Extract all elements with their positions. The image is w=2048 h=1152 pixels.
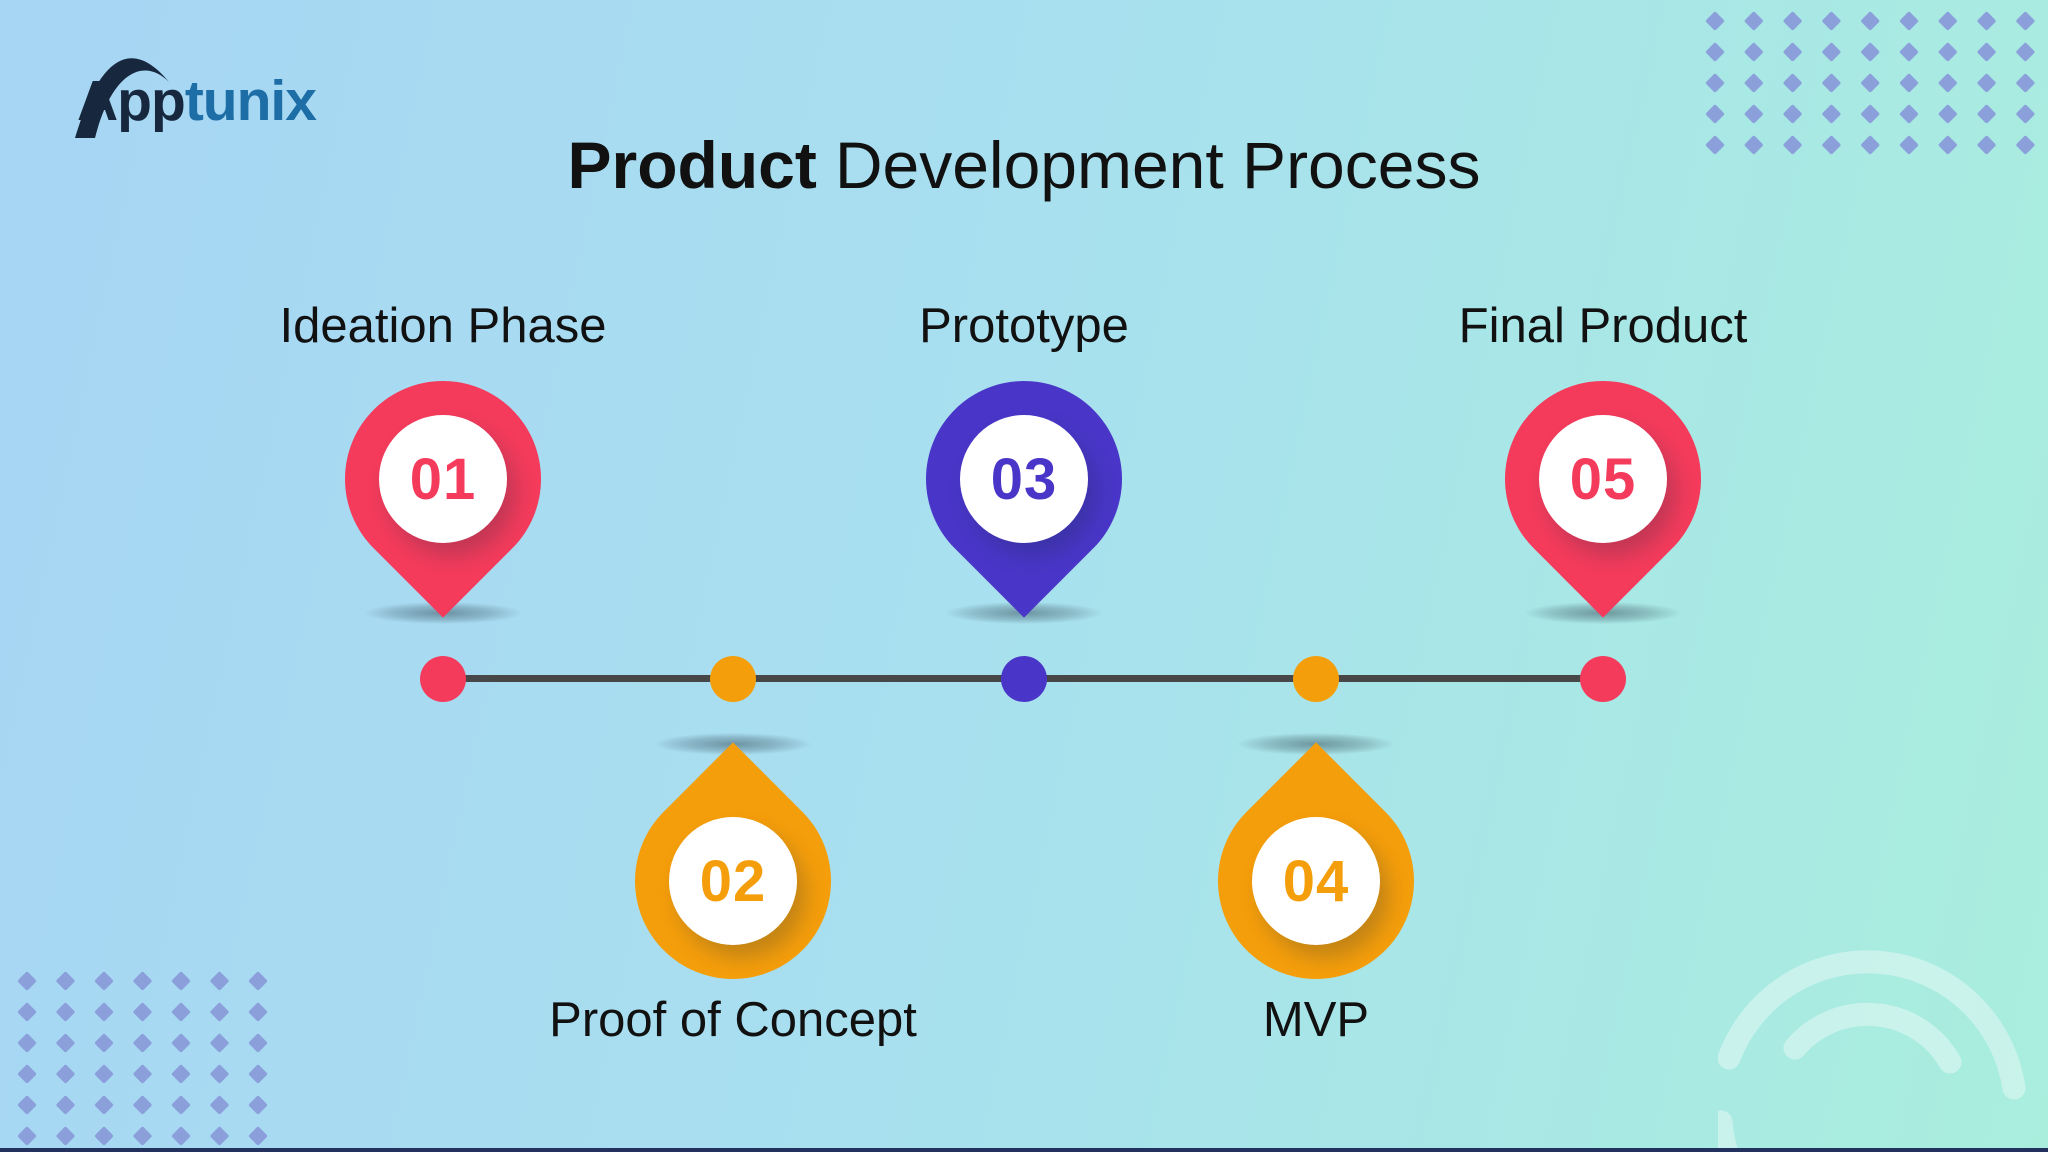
timeline-dot-04 <box>1293 656 1339 702</box>
step-label-mvp: MVP <box>1262 993 1370 1047</box>
logo-text-accent: tunix <box>184 69 317 133</box>
step-number-04: 04 <box>1282 848 1350 914</box>
pin-number-circle: 03 <box>960 415 1088 543</box>
timeline-dot-01 <box>420 656 466 702</box>
timeline-dot-03 <box>1001 656 1047 702</box>
timeline-dot-02 <box>710 656 756 702</box>
page-title-bold: Product <box>567 128 817 202</box>
step-number-05: 05 <box>1569 446 1637 512</box>
pin-number-circle: 05 <box>1539 415 1667 543</box>
bottom-bar <box>0 1148 2048 1152</box>
step-label-proof-of-concept: Proof of Concept <box>549 993 917 1047</box>
step-label-final-product: Final Product <box>1458 299 1748 353</box>
timeline-dot-05 <box>1580 656 1626 702</box>
map-pin-icon-03: 03 <box>885 340 1163 618</box>
map-pin-icon-01: 01 <box>304 340 582 618</box>
step-number-01: 01 <box>409 446 477 512</box>
step-number-02: 02 <box>699 848 767 914</box>
diamond-pattern-bottom-left-icon <box>8 966 276 1152</box>
pin-number-circle: 02 <box>669 817 797 945</box>
diamond-pattern-top-right-icon <box>1696 6 2048 164</box>
map-pin-icon-04: 04 <box>1177 742 1455 1020</box>
pin-number-circle: 01 <box>379 415 507 543</box>
step-label-ideation-phase: Ideation Phase <box>279 299 607 353</box>
step-label-prototype: Prototype <box>919 299 1129 353</box>
arc-decoration <box>1718 950 2026 1152</box>
map-pin-icon-05: 05 <box>1464 340 1742 618</box>
logo-wordmark: Apptunix <box>77 68 317 134</box>
apptunix-logo: Apptunix <box>75 36 375 146</box>
logo-text-dark: App <box>77 69 186 133</box>
step-number-03: 03 <box>990 446 1058 512</box>
page-title-rest: Development Process <box>834 128 1481 202</box>
pin-number-circle: 04 <box>1252 817 1380 945</box>
logo-arch-icon <box>75 58 169 138</box>
map-pin-icon-02: 02 <box>594 742 872 1020</box>
